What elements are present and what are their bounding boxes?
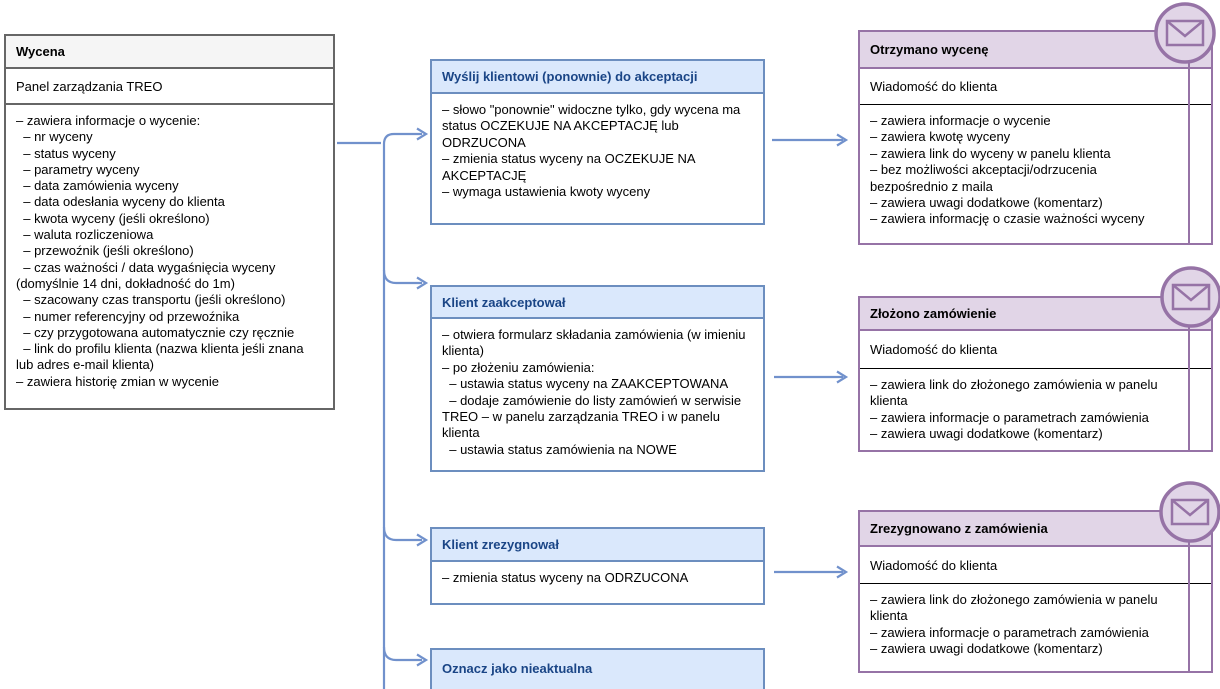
mail-icon: [1159, 481, 1220, 543]
node-msg-quote-received-subtitle: Wiadomość do klienta: [860, 69, 1188, 105]
node-action-send-body: – słowo "ponownie" widoczne tylko, gdy w…: [442, 102, 741, 200]
node-msg-quote-received-title: Otrzymano wycenę: [860, 32, 1188, 69]
node-msg-order-placed-body: – zawiera link do złożonego zamówienia w…: [870, 377, 1158, 442]
node-msg-order-placed-subtitle: Wiadomość do klienta: [860, 331, 1188, 369]
node-msg-order-cancelled-body: – zawiera link do złożonego zamówienia w…: [870, 592, 1158, 657]
arrowhead-icon: [416, 127, 429, 141]
node-action-resigned: Klient zrezygnował – zmienia status wyce…: [430, 527, 765, 605]
node-wycena: Wycena Panel zarządzania TREO – zawiera …: [4, 34, 335, 410]
arrowhead-icon: [416, 653, 429, 667]
connector-branch-2: [382, 269, 422, 285]
node-action-send: Wyślij klientowi (ponownie) do akceptacj…: [430, 59, 765, 225]
node-msg-order-placed-title: Złożono zamówienie: [860, 298, 1188, 331]
node-action-accepted: Klient zaakceptował – otwiera formularz …: [430, 285, 765, 472]
arrowhead-icon: [836, 565, 849, 579]
node-wycena-subtitle: Panel zarządzania TREO: [6, 69, 333, 105]
node-wycena-body: – zawiera informacje o wycenie: – nr wyc…: [16, 113, 304, 389]
node-action-resigned-body: – zmienia status wyceny na ODRZUCONA: [442, 570, 689, 585]
node-action-resigned-title: Klient zrezygnował: [432, 529, 763, 562]
node-action-outdated-title: Oznacz jako nieaktualna: [432, 650, 763, 689]
connector-trunk: [382, 132, 422, 689]
node-action-send-title: Wyślij klientowi (ponownie) do akceptacj…: [432, 61, 763, 94]
node-action-accepted-title: Klient zaakceptował: [432, 287, 763, 319]
mail-icon: [1160, 266, 1220, 328]
node-msg-order-placed: Złożono zamówienie Wiadomość do klienta …: [858, 296, 1190, 452]
connector-branch-4: [382, 646, 422, 662]
node-wycena-title: Wycena: [6, 36, 333, 69]
arrowhead-icon: [416, 276, 429, 290]
connector-branch-3: [382, 526, 422, 542]
mail-icon: [1154, 2, 1216, 64]
node-msg-quote-received: Otrzymano wycenę Wiadomość do klienta – …: [858, 30, 1190, 245]
arrowhead-icon: [416, 533, 429, 547]
node-msg-order-cancelled-subtitle: Wiadomość do klienta: [860, 547, 1188, 584]
node-msg-order-cancelled-title: Zrezygnowano z zamówienia: [860, 512, 1188, 547]
arrowhead-icon: [836, 370, 849, 384]
node-msg-quote-received-body: – zawiera informacje o wycenie – zawiera…: [870, 113, 1145, 227]
arrowhead-icon: [836, 133, 849, 147]
node-msg-order-cancelled: Zrezygnowano z zamówienia Wiadomość do k…: [858, 510, 1190, 673]
node-action-accepted-body: – otwiera formularz składania zamówienia…: [442, 327, 746, 457]
node-action-outdated: Oznacz jako nieaktualna: [430, 648, 765, 689]
